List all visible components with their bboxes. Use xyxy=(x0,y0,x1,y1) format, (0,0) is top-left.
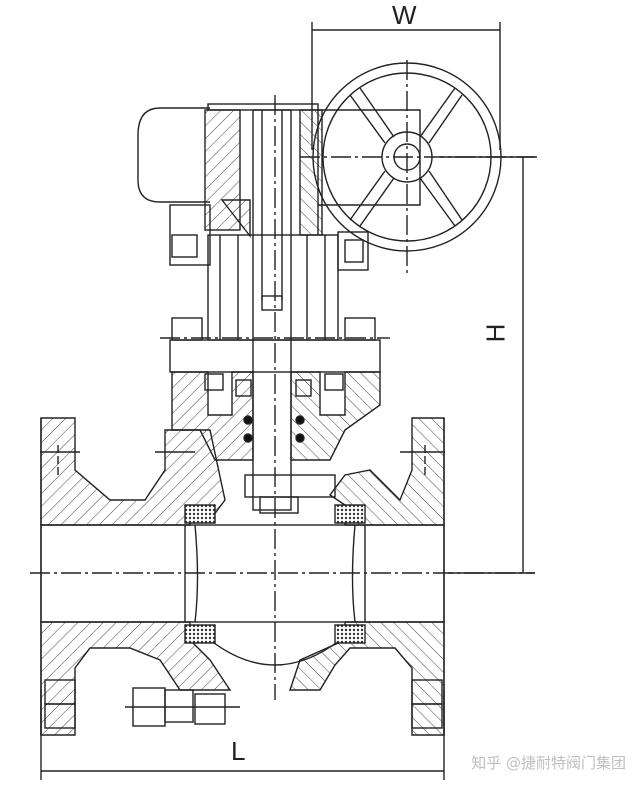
stem-tang xyxy=(244,474,336,514)
yoke-bracket xyxy=(169,204,369,341)
width-label: W xyxy=(392,0,417,30)
right-flange xyxy=(289,417,445,736)
height-dimension xyxy=(440,156,535,574)
valve-seats xyxy=(184,504,366,644)
handwheel xyxy=(300,60,540,275)
left-flange xyxy=(40,417,232,736)
stuffing-box xyxy=(171,371,381,461)
ball-and-bore xyxy=(30,95,535,700)
bonnet-flange xyxy=(160,317,390,373)
width-dimension xyxy=(311,22,501,150)
valve-stem xyxy=(252,109,292,511)
flange-centerlines xyxy=(40,445,445,475)
length-label: L xyxy=(231,736,246,766)
gearbox-housing xyxy=(137,103,421,239)
length-dimension xyxy=(40,690,445,780)
watermark: 知乎 @捷耐特阀门集团 xyxy=(471,754,626,772)
height-label: H xyxy=(480,323,511,343)
drain-plug xyxy=(125,687,240,727)
